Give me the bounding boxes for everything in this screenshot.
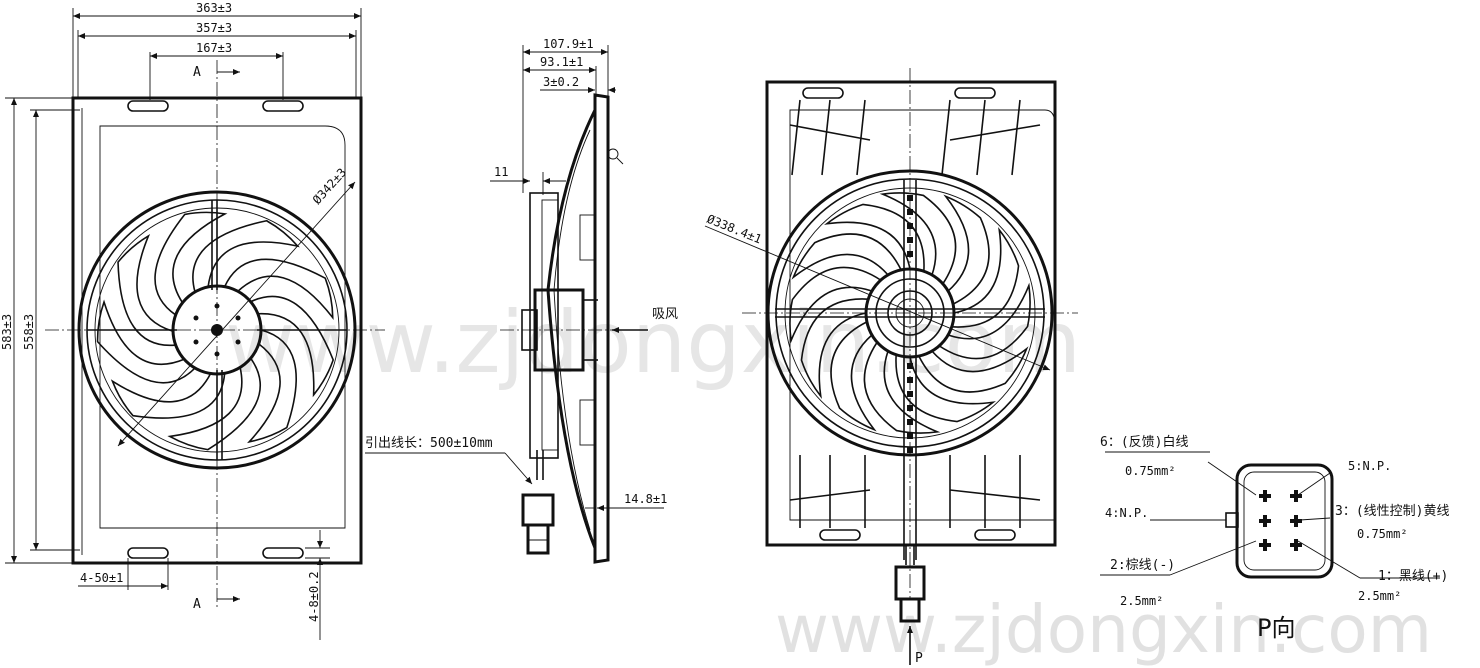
dim-depth-motor: 93.1±1: [540, 55, 583, 69]
pin1-size: 2.5mm²: [1358, 589, 1401, 603]
fan-blade: [951, 227, 1020, 328]
dim-rear-diameter: Ø338.4±1: [705, 212, 764, 247]
dim-front-diameter: Ø342±3: [310, 165, 349, 207]
fan-blade: [110, 373, 226, 419]
connector-pin: [1259, 515, 1271, 527]
section-mark-bottom: A: [193, 597, 201, 612]
connector-pin: [1290, 515, 1302, 527]
dim-width-outer: 363±3: [196, 1, 232, 15]
connector-pin: [1290, 490, 1302, 502]
fan-blade: [895, 354, 996, 423]
pin6-label: 6：(反馈)白线: [1100, 434, 1188, 450]
pin2-label: 2:棕线(-): [1110, 558, 1175, 573]
fan-blade: [943, 194, 990, 305]
dim-depth-total: 107.9±1: [543, 37, 594, 51]
fan-blade: [918, 346, 1029, 393]
pin3-size: 0.75mm²: [1357, 527, 1408, 541]
dim-height-inner: 558±3: [22, 314, 36, 350]
watermark-bottom: www.zjdongxin.com: [775, 591, 1432, 668]
fan-blade: [791, 233, 902, 280]
front-slot-bl: [127, 547, 169, 559]
fan-blade: [117, 234, 176, 347]
side-shroud: [546, 109, 597, 549]
section-mark-top: A: [193, 65, 201, 80]
fan-blade: [800, 298, 869, 399]
dim-holes: 4-8±0.2: [307, 571, 321, 622]
lead-length-label: 引出线长：500±10mm: [365, 436, 493, 451]
dim-offset: 11: [494, 165, 508, 179]
fan-blade: [192, 219, 300, 293]
front-slot-tr: [262, 100, 304, 112]
front-slot-tl: [127, 100, 169, 112]
connector-pin: [1290, 539, 1302, 551]
rear-fan-blades: [789, 192, 1031, 434]
pin5-label: 5:N.P.: [1348, 459, 1391, 473]
pin1-label: 1：黑线(+): [1378, 569, 1448, 584]
connector-housing: [1235, 463, 1334, 579]
dim-flange: 3±0.2: [543, 75, 579, 89]
rear-view: Ø338.4±1 P: [704, 68, 1078, 666]
fan-blade: [824, 203, 925, 272]
rear-ribs: [789, 99, 1041, 528]
dim-width-inner: 357±3: [196, 21, 232, 35]
detail-magnifier-icon: [607, 148, 619, 160]
side-connector: [521, 493, 555, 527]
fan-blade: [154, 211, 228, 316]
connector-view-title: P向: [1257, 614, 1295, 642]
dim-bracket: 14.8±1: [624, 492, 667, 506]
pin2-size: 2.5mm²: [1120, 594, 1163, 608]
fan-blade: [863, 341, 941, 434]
dim-slot-spacing: 167±3: [196, 41, 232, 55]
connector-detail: 6：(反馈)白线 0.75mm² 5:N.P. 4:N.P. 3：(线性控制)黄…: [1100, 434, 1449, 642]
connector-pin: [1259, 539, 1271, 551]
airflow-label: 吸风: [652, 307, 678, 322]
fan-blade: [938, 282, 1031, 360]
pin6-size: 0.75mm²: [1125, 464, 1176, 478]
fan-blade: [830, 321, 877, 432]
front-slot-br: [262, 547, 304, 559]
pin3-label: 3：(线性控制)黄线: [1335, 504, 1449, 519]
pin4-label: 4:N.P.: [1105, 506, 1148, 520]
side-view: 吸风 107.9±1 93.1±1 3±0.2 11 14.8±1 引出线长：5…: [365, 37, 678, 564]
dim-slots: 4-50±1: [80, 571, 123, 585]
fan-blade: [879, 192, 957, 285]
connector-pin: [1259, 490, 1271, 502]
dim-height-outer: 583±3: [0, 314, 14, 350]
view-arrow-label: P: [915, 651, 923, 666]
fan-blade: [789, 266, 882, 344]
